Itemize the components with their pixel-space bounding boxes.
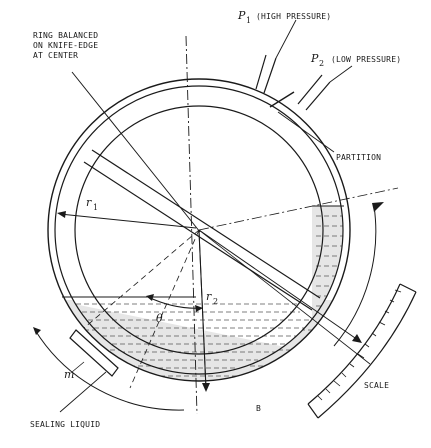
- p2-leader: [329, 65, 353, 83]
- m-label: m: [64, 368, 74, 381]
- r1-subscript: 1: [93, 203, 98, 212]
- p1-subscript: 1: [246, 16, 251, 25]
- dashed-line-1: [83, 229, 200, 329]
- dashed-line-4: [129, 229, 200, 389]
- r1-symbol: r: [86, 196, 92, 209]
- p1-symbol: P: [237, 9, 246, 22]
- pointer-arrow: [198, 229, 362, 343]
- p2-subscript: 2: [319, 59, 324, 68]
- p1-description: (HIGH PRESSURE): [256, 12, 331, 21]
- sealing-liquid-label: SEALING LIQUID: [30, 420, 100, 429]
- theta-label: θ: [156, 312, 163, 325]
- r2-dimension: [198, 231, 210, 392]
- ring-note-line2: ON KNIFE-EDGE: [33, 41, 98, 50]
- p1-leader: [275, 19, 297, 59]
- ring-note-leader: [71, 71, 201, 233]
- ring-outer: [47, 78, 351, 382]
- partition-label: PARTITION: [336, 153, 381, 162]
- ring-note-line3: AT CENTER: [33, 51, 78, 60]
- p1-pipe: [255, 54, 277, 94]
- scale-label: SCALE: [364, 381, 389, 390]
- ring-inner: [54, 85, 344, 375]
- p2-pipe: [297, 74, 331, 111]
- partition-leader: [277, 111, 335, 153]
- r2-symbol: r: [206, 290, 212, 303]
- mass-m: [69, 329, 119, 377]
- scale: [307, 283, 417, 419]
- dashed-line-2: [198, 187, 399, 231]
- ring-core: [74, 105, 324, 355]
- diagonal-tube: [83, 149, 321, 311]
- m-leader: [71, 361, 85, 373]
- ring-note-line1: RING BALANCED: [33, 31, 98, 40]
- dashed-line-3: [198, 229, 371, 365]
- p2-symbol: P: [310, 52, 319, 65]
- left-sector-arc: [33, 327, 185, 411]
- r2-subscript: 2: [213, 297, 218, 306]
- r1-dimension: [57, 211, 197, 229]
- theta-arc: [147, 296, 204, 309]
- sealing-liquid-leader: [59, 371, 107, 413]
- vertical-axis: [185, 35, 198, 415]
- p2-description: (LOW PRESSURE): [331, 55, 401, 64]
- right-sector-arc: [333, 202, 384, 347]
- b-label: B: [256, 404, 261, 413]
- partition: [269, 91, 295, 108]
